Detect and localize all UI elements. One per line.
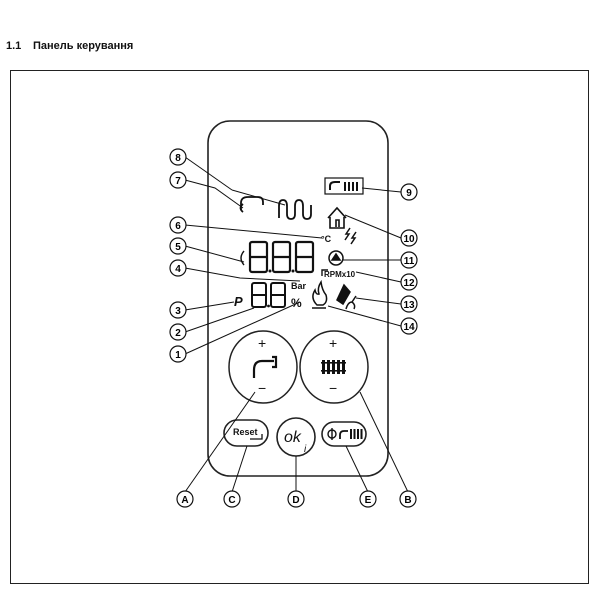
reset-label: Reset: [233, 427, 258, 437]
svg-text:B: B: [404, 495, 411, 506]
hot-water-tap-icon: [239, 196, 264, 213]
flame-icon: [312, 279, 328, 309]
svg-text:14: 14: [403, 322, 415, 333]
ok-label: ok: [284, 429, 302, 446]
hot-water-plus[interactable]: +: [258, 335, 266, 351]
leader-lines: [184, 156, 409, 493]
callout-8: 8: [169, 148, 187, 166]
reset-button[interactable]: Reset: [223, 419, 269, 447]
mode-radiator-icon: [350, 429, 363, 439]
arrow-mark: [240, 250, 245, 266]
digit-small-2: [270, 282, 286, 308]
heating-minus[interactable]: −: [329, 380, 337, 396]
digit-small-1: [251, 282, 267, 308]
svg-text:9: 9: [406, 188, 412, 199]
svg-text:7: 7: [175, 176, 181, 187]
service-icon: [336, 283, 357, 310]
celsius-unit: °C: [321, 234, 332, 244]
callout-14: 14: [400, 317, 418, 335]
svg-text:6: 6: [175, 221, 181, 232]
hot-water-minus[interactable]: −: [258, 380, 266, 396]
percent-unit: %: [291, 296, 302, 310]
svg-text:2: 2: [175, 328, 181, 339]
svg-text:C: C: [228, 495, 235, 506]
return-arrow-icon: [250, 434, 263, 440]
figure-frame: [10, 70, 589, 584]
callout-d: D: [287, 490, 305, 508]
callout-3: 3: [169, 301, 187, 319]
bar-unit: Bar: [291, 281, 307, 291]
combined-mode-icon: [324, 177, 364, 195]
callout-2: 2: [169, 323, 187, 341]
power-icon: [327, 428, 337, 440]
svg-text:A: A: [181, 495, 188, 506]
callout-10: 10: [400, 229, 418, 247]
callouts: 8 7 6 5 4 3 2 1 9 10 11 12 13 14 A C D E…: [169, 148, 418, 508]
svg-text:10: 10: [403, 234, 415, 245]
callout-6: 6: [169, 216, 187, 234]
lightning-icon: [344, 227, 357, 245]
pressure-digits: [251, 282, 286, 308]
section-number: 1.1: [6, 40, 22, 52]
mode-tap-icon: [339, 430, 348, 439]
heating-icon: [278, 199, 312, 220]
rpm-label: RPMx10: [324, 270, 356, 279]
rpm-indicator: RPMx10: [321, 269, 356, 279]
radiator-icon: [321, 360, 346, 374]
callout-13: 13: [400, 295, 418, 313]
svg-text:13: 13: [403, 300, 415, 311]
p-symbol: P: [234, 294, 243, 309]
info-label: i: [304, 444, 307, 455]
house-icon: [327, 206, 347, 229]
ok-info-button[interactable]: ok i: [276, 417, 316, 457]
svg-text:12: 12: [403, 278, 415, 289]
svg-text:8: 8: [175, 153, 181, 164]
callout-7: 7: [169, 171, 187, 189]
hot-water-rocker-button[interactable]: + −: [228, 330, 298, 404]
control-panel-body: [207, 120, 389, 477]
svg-text:5: 5: [175, 242, 181, 253]
section-title: Панель керування: [33, 40, 134, 52]
svg-text:4: 4: [175, 264, 181, 275]
svg-text:3: 3: [175, 306, 181, 317]
heating-rocker-button[interactable]: + −: [299, 330, 369, 404]
section-heading: 1.1 Панель керування: [6, 40, 133, 52]
digit-1: [248, 240, 269, 274]
heating-plus[interactable]: +: [329, 335, 337, 351]
callout-1: 1: [169, 345, 187, 363]
callout-9: 9: [400, 183, 418, 201]
power-mode-button[interactable]: [321, 421, 367, 447]
callout-c: C: [223, 490, 241, 508]
lcd-display: °C RPMx10 P: [234, 177, 364, 310]
callout-12: 12: [400, 273, 418, 291]
svg-text:1: 1: [175, 350, 181, 361]
svg-text:E: E: [365, 495, 372, 506]
callout-a: A: [176, 490, 194, 508]
svg-text:11: 11: [404, 256, 415, 267]
main-digits: [248, 240, 315, 274]
callout-e: E: [359, 490, 377, 508]
digit-2: [271, 240, 292, 274]
svg-text:D: D: [292, 495, 299, 506]
burner-status-icon: [328, 250, 344, 266]
digit-3: [294, 240, 315, 274]
callout-5: 5: [169, 237, 187, 255]
callout-b: B: [399, 490, 417, 508]
tap-icon: [252, 355, 278, 378]
callout-4: 4: [169, 259, 187, 277]
callout-11: 11: [400, 251, 418, 269]
